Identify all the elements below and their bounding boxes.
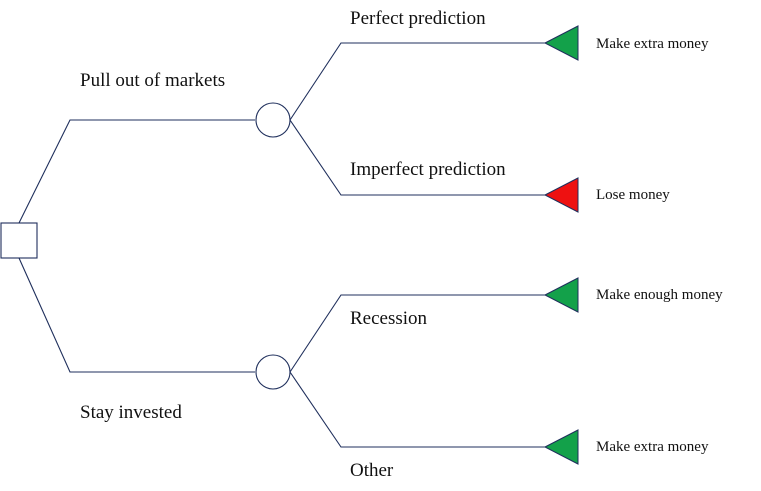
edge-pull-out (18, 119, 255, 224)
outcome-label-imperfect-prediction: Lose money (596, 187, 670, 203)
terminal-node-other (543, 429, 579, 465)
edge-recession (289, 294, 545, 373)
outcome-label-other: Make extra money (596, 439, 709, 455)
outcome-label-recession: Make enough money (596, 287, 723, 303)
terminal-node-perfect-prediction (543, 25, 579, 61)
branch-label-stay-invested: Stay invested (80, 402, 182, 423)
branch-label-recession: Recession (350, 308, 428, 329)
branch-label-other: Other (350, 460, 394, 481)
branch-label-pull-out: Pull out of markets (80, 70, 225, 91)
edge-imperfect-prediction (289, 119, 545, 196)
edge-other (289, 371, 545, 448)
edge-perfect-prediction (289, 42, 545, 121)
chance-node-pull-out (255, 102, 291, 138)
edge-stay-invested (18, 257, 255, 373)
branch-label-perfect-prediction: Perfect prediction (350, 8, 486, 29)
terminal-node-recession (543, 277, 579, 313)
branch-label-imperfect-prediction: Imperfect prediction (350, 159, 506, 180)
outcome-label-perfect-prediction: Make extra money (596, 36, 709, 52)
decision-node (0, 222, 38, 259)
chance-node-stay-invested (255, 354, 291, 390)
terminal-node-imperfect-prediction (543, 177, 579, 213)
